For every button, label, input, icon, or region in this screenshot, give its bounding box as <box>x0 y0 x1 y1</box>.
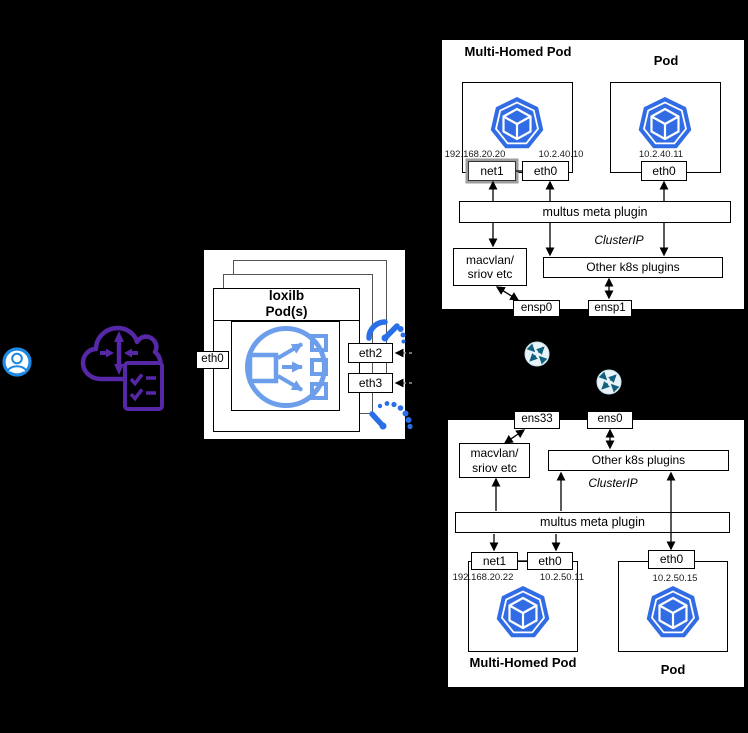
load-balancer-icon <box>245 326 328 408</box>
bottom-ip-net1: 192.168.20.22 <box>452 572 514 583</box>
bottom-eth0-interface: eth0 <box>527 552 573 570</box>
speedometer-icon-bottom <box>369 401 413 430</box>
speedometer-icon-top <box>366 319 406 344</box>
top-ensp0-interface: ensp0 <box>513 300 560 317</box>
loxilb-eth2-interface: eth2 <box>348 343 393 363</box>
top-ip-pod-eth0: 10.2.40.11 <box>638 149 684 160</box>
bottom-multi-homed-pod-title: Multi-Homed Pod <box>469 655 577 670</box>
bottom-ens33-interface: ens33 <box>514 411 560 429</box>
bottom-multus-meta-plugin: multus meta plugin <box>455 512 730 533</box>
bottom-other-k8s-plugins-box: Other k8s plugins <box>548 450 729 471</box>
cloud-load-balancer-icon <box>80 325 164 411</box>
bottom-net1-interface: net1 <box>471 552 518 570</box>
router-icon-2 <box>596 369 622 395</box>
kubernetes-pod-icon-bottom-mh <box>496 586 550 638</box>
bottom-ip-pod-eth0: 10.2.50.15 <box>652 573 698 584</box>
checklist-icon <box>123 361 164 411</box>
top-multus-meta-plugin: multus meta plugin <box>459 201 731 223</box>
top-multi-homed-pod-title: Multi-Homed Pod <box>464 44 572 59</box>
kubernetes-pod-icon-bottom-pod <box>646 586 700 638</box>
top-ip-eth0: 10.2.40.10 <box>538 149 584 160</box>
top-pod-eth0-interface: eth0 <box>641 161 687 181</box>
top-eth0-interface: eth0 <box>522 161 569 181</box>
kubernetes-pod-icon-top-pod <box>638 97 692 149</box>
bottom-pod-title: Pod <box>660 662 686 677</box>
kubernetes-pod-icon-top-mh <box>490 97 544 149</box>
bottom-ip-eth0: 10.2.50.11 <box>539 572 585 583</box>
traffic-arrows <box>100 331 138 375</box>
top-clusterip-label: ClusterIP <box>594 233 644 247</box>
top-pod-title: Pod <box>653 53 679 68</box>
bottom-clusterip-label: ClusterIP <box>588 476 638 490</box>
bottom-macvlan-sriov-box: macvlan/ sriov etc <box>459 443 530 478</box>
bottom-pod-eth0-interface: eth0 <box>648 550 695 569</box>
loxilb-pod-title: loxilb Pod(s) <box>213 288 360 321</box>
user-icon <box>2 347 32 377</box>
top-other-k8s-plugins-box: Other k8s plugins <box>543 257 723 278</box>
router-icon-1 <box>524 341 550 367</box>
top-net1-interface: net1 <box>468 161 516 181</box>
top-ensp1-interface: ensp1 <box>588 300 632 317</box>
top-ip-net1: 192.168.20.20 <box>444 149 506 160</box>
bottom-ens0-interface: ens0 <box>587 411 633 429</box>
loxilb-eth0-interface: eth0 <box>196 351 229 369</box>
loxilb-eth3-interface: eth3 <box>348 373 393 393</box>
top-macvlan-sriov-box: macvlan/ sriov etc <box>453 248 527 286</box>
